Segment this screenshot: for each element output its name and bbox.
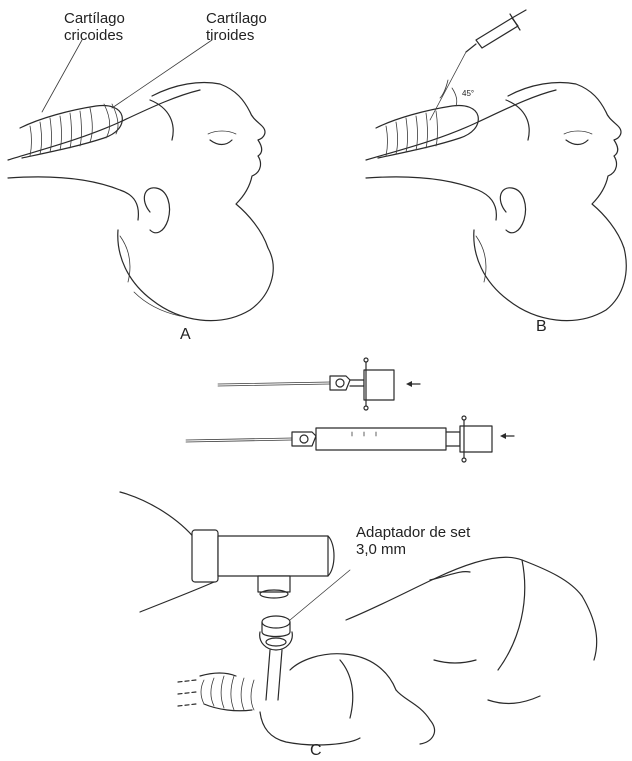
label-cricoid-line2: cricoides: [64, 27, 125, 44]
panel-letter-c: C: [310, 742, 322, 760]
label-adapter: Adaptador de set 3,0 mm: [356, 524, 470, 558]
needle-device-syringe: [186, 416, 514, 462]
label-thyroid-line1: Cartílago: [206, 10, 267, 27]
label-cricoid-line1: Cartílago: [64, 10, 125, 27]
panel-b-head-figure: 45°: [366, 10, 626, 321]
panel-a-head-figure: [8, 40, 273, 321]
panel-b-trachea: [376, 105, 478, 158]
label-thyroid-line2: tiroides: [206, 27, 267, 44]
label-adapter-line2: 3,0 mm: [356, 541, 470, 558]
label-thyroid-cartilage: Cartílago tiroides: [206, 10, 267, 44]
panel-b-syringe: [430, 10, 526, 120]
panel-a-trachea: [20, 104, 122, 158]
label-adapter-line1: Adaptador de set: [356, 524, 470, 541]
label-cricoid-cartilage: Cartílago cricoides: [64, 10, 125, 44]
panel-letter-a: A: [180, 326, 191, 344]
angle-label: 45°: [462, 89, 474, 98]
panel-c-trachea: [178, 673, 254, 711]
needle-device-short: [218, 358, 420, 410]
panel-letter-b: B: [536, 318, 547, 336]
